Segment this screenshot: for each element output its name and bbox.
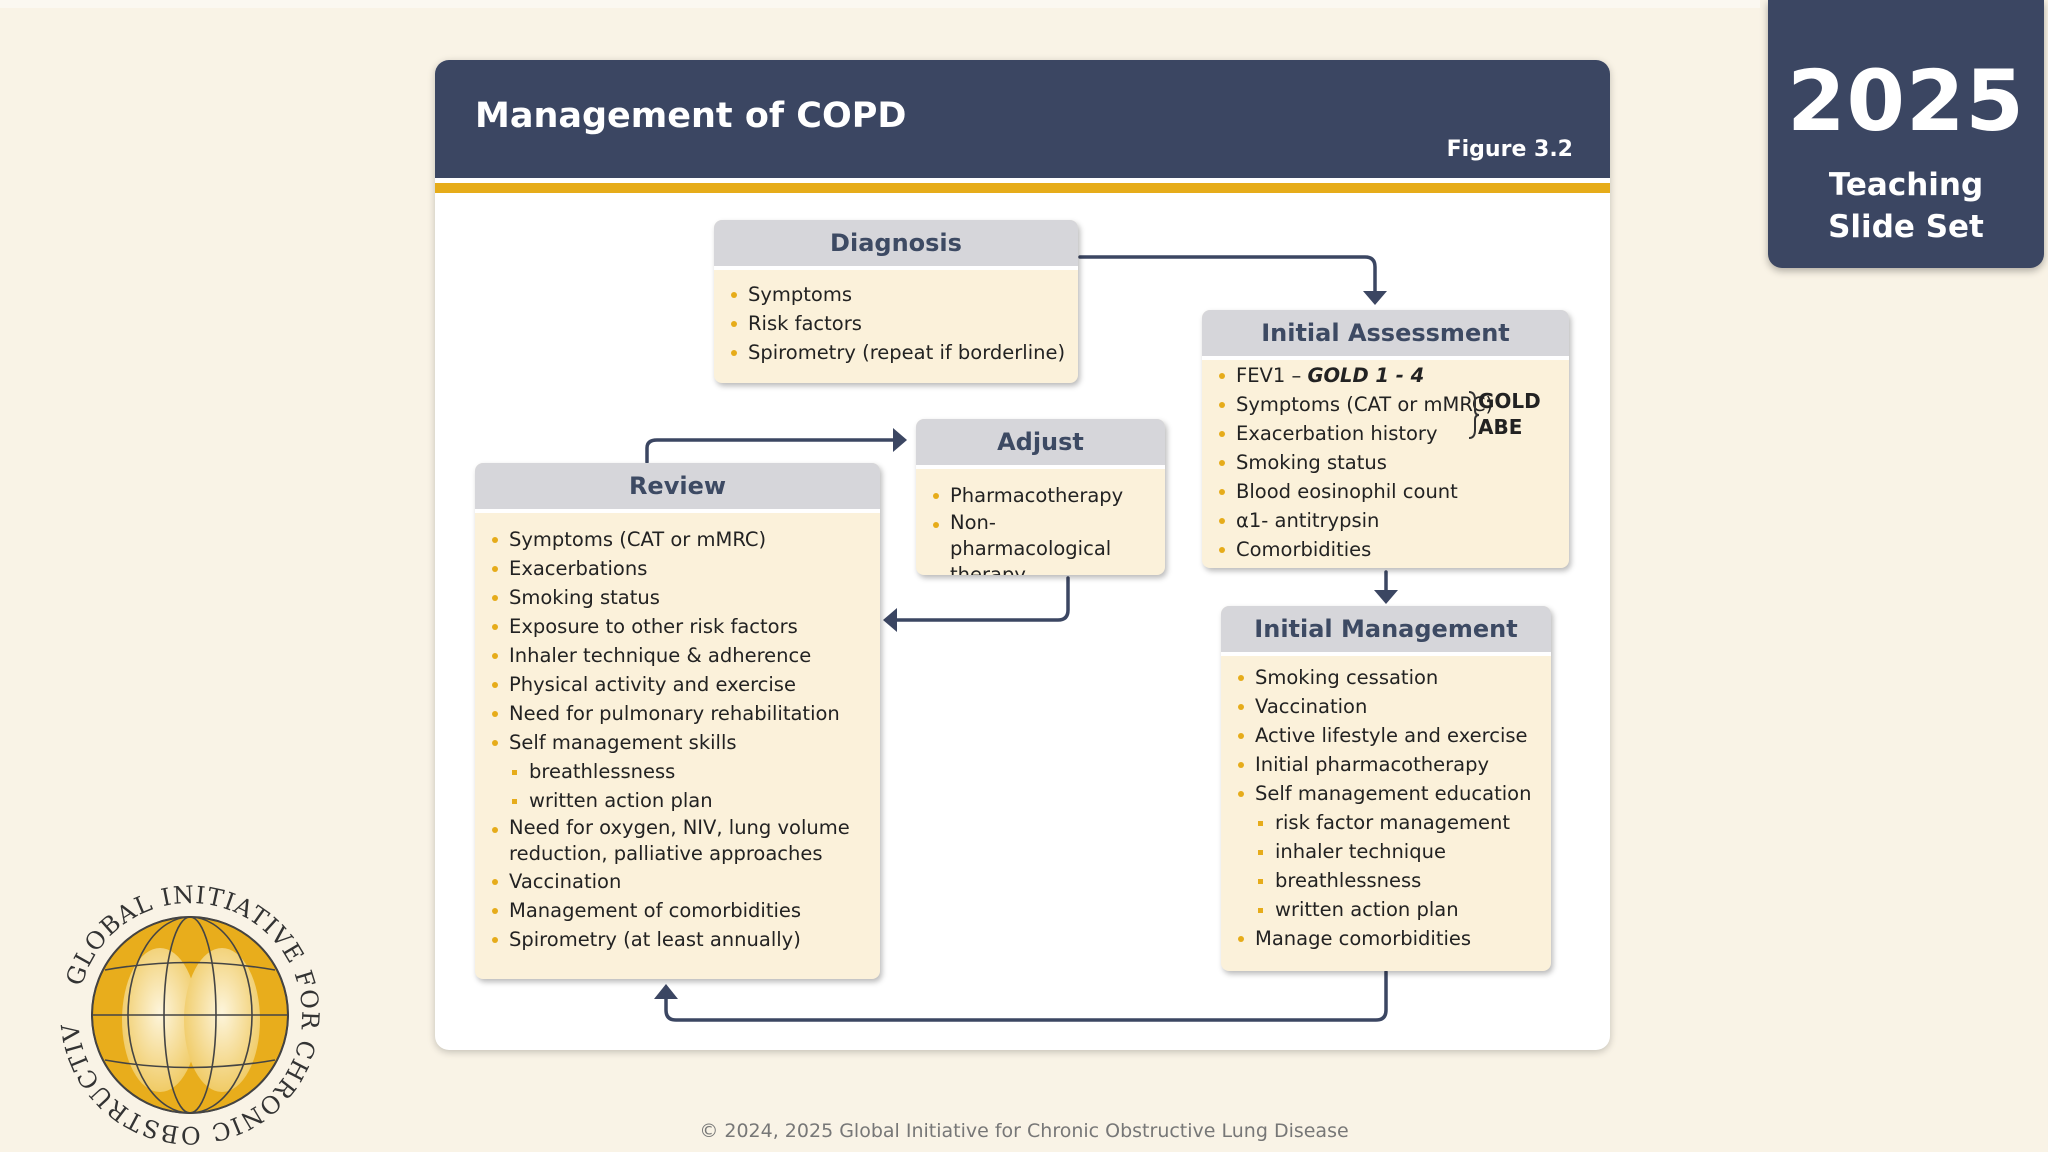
sub-list-item: written action plan [489, 786, 870, 815]
list-item: Need for oxygen, NIV, lung volume reduct… [489, 815, 870, 867]
list-item: Pharmacotherapy [930, 481, 1155, 510]
list-item: Exacerbation history [1216, 419, 1559, 448]
list-item: Inhaler technique & adherence [489, 641, 870, 670]
slide-title: Management of COPD [475, 96, 907, 136]
initial-management-title: Initial Management [1221, 606, 1551, 656]
gold-abe-group: GOLD ABE [1478, 388, 1541, 440]
initial-management-list: Smoking cessation Vaccination Active lif… [1221, 656, 1551, 953]
arrowhead-review [654, 984, 678, 999]
arrow-diagnosis-to-assessment [1078, 255, 1377, 295]
initial-assessment-list: FEV1 – GOLD 1 - 4 Symptoms (CAT or mMRC)… [1202, 360, 1569, 564]
review-title: Review [475, 463, 880, 513]
list-item: Spirometry (repeat if borderline) [728, 338, 1068, 367]
arrowhead-adjust [893, 428, 907, 452]
arrowhead-assessment [1363, 291, 1387, 305]
review-box: Review Symptoms (CAT or mMRC) Exacerbati… [475, 463, 880, 979]
sub-list-item: breathlessness [489, 757, 870, 786]
arrow-management-to-review [664, 970, 1388, 1022]
initial-assessment-title: Initial Assessment [1202, 310, 1569, 360]
gold-divider [435, 183, 1610, 193]
copyright-footer: © 2024, 2025 Global Initiative for Chron… [699, 1120, 1349, 1142]
diagnosis-title: Diagnosis [714, 220, 1078, 270]
fev1-gold-grades: GOLD 1 - 4 [1307, 364, 1425, 387]
list-item: Management of comorbidities [489, 896, 870, 925]
list-item: Smoking status [489, 583, 870, 612]
list-item: Non-pharmacological therapy [930, 510, 1155, 575]
sub-list-item: inhaler technique [1235, 837, 1541, 866]
teaching-slide-set-badge: 2025 Teaching Slide Set [1768, 0, 2044, 268]
initial-assessment-box: Initial Assessment FEV1 – GOLD 1 - 4 Sym… [1202, 310, 1569, 568]
adjust-title: Adjust [916, 419, 1165, 469]
badge-line-1: Teaching [1828, 167, 1984, 203]
list-item: α1- antitrypsin [1216, 506, 1559, 535]
initial-management-box: Initial Management Smoking cessation Vac… [1221, 606, 1551, 971]
list-item: Spirometry (at least annually) [489, 925, 870, 954]
adjust-box: Adjust Pharmacotherapy Non-pharmacologic… [916, 419, 1165, 575]
list-item: Vaccination [1235, 692, 1541, 721]
list-item: Smoking status [1216, 448, 1559, 477]
arrowhead-review-side [883, 608, 897, 632]
diagnosis-list: Symptoms Risk factors Spirometry (repeat… [714, 270, 1078, 367]
list-item: Vaccination [489, 867, 870, 896]
arrow-review-to-adjust [645, 438, 897, 464]
list-item: Exacerbations [489, 554, 870, 583]
sub-list-item: written action plan [1235, 895, 1541, 924]
list-item: Comorbidities [1216, 535, 1559, 564]
list-item-fev1: FEV1 – GOLD 1 - 4 [1216, 361, 1559, 390]
list-item: Initial pharmacotherapy [1235, 750, 1541, 779]
list-item: Blood eosinophil count [1216, 477, 1559, 506]
list-item: Manage comorbidities [1235, 924, 1541, 953]
gold-label: GOLD [1478, 389, 1541, 413]
card-header: Management of COPD Figure 3.2 [435, 60, 1610, 178]
list-item: Symptoms (CAT or mMRC) [1216, 390, 1559, 419]
badge-year: 2025 [1787, 52, 2025, 150]
figure-number: Figure 3.2 [1446, 137, 1573, 162]
flow-arrows [645, 255, 1398, 1022]
arrow-adjust-to-review [893, 576, 1070, 622]
list-item: Smoking cessation [1235, 663, 1541, 692]
sub-list-item: risk factor management [1235, 808, 1541, 837]
list-item: Active lifestyle and exercise [1235, 721, 1541, 750]
review-list: Symptoms (CAT or mMRC) Exacerbations Smo… [475, 513, 880, 954]
abe-label: ABE [1478, 415, 1523, 439]
adjust-list: Pharmacotherapy Non-pharmacological ther… [916, 469, 1165, 575]
list-item: Self management education [1235, 779, 1541, 808]
list-item: Physical activity and exercise [489, 670, 870, 699]
arrowhead-management [1374, 590, 1398, 604]
sub-list-item: breathlessness [1235, 866, 1541, 895]
diagnosis-box: Diagnosis Symptoms Risk factors Spiromet… [714, 220, 1078, 383]
figure-card: Management of COPD Figure 3.2 Diagnosis … [435, 60, 1610, 1050]
list-item: Exposure to other risk factors [489, 612, 870, 641]
badge-subtitle: Teaching Slide Set [1768, 164, 2044, 248]
curly-brace-icon [1468, 391, 1480, 439]
list-item: Symptoms (CAT or mMRC) [489, 525, 870, 554]
list-item: Need for pulmonary rehabilitation [489, 699, 870, 728]
top-strip [0, 0, 1760, 8]
fev1-label: FEV1 – [1236, 364, 1308, 387]
list-item: Symptoms [728, 280, 1068, 309]
list-item: Self management skills [489, 728, 870, 757]
gold-logo-icon: GLOBAL INITIATIVE FOR CHRONIC OBSTRUCTIV… [55, 880, 323, 1149]
badge-line-2: Slide Set [1828, 209, 1984, 245]
list-item: Risk factors [728, 309, 1068, 338]
